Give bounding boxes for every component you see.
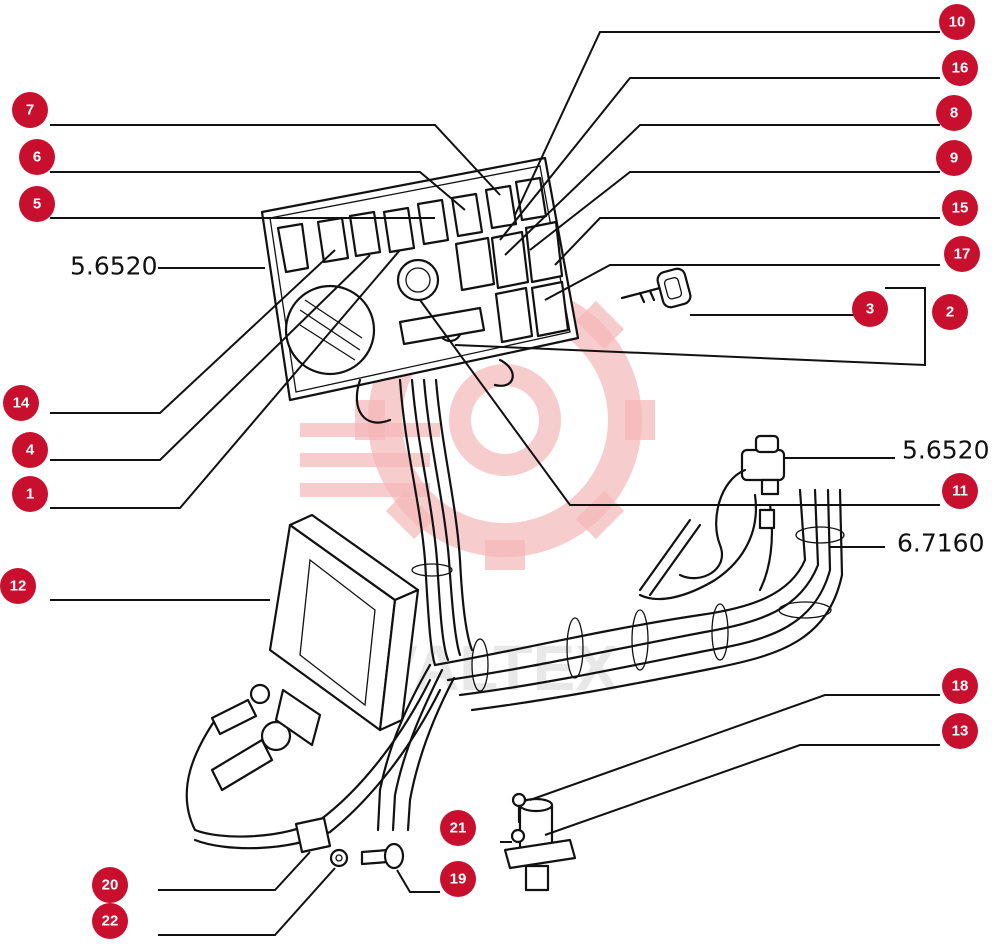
- callout-17: 17: [944, 236, 980, 272]
- wiring-harness: [185, 358, 845, 850]
- ref-panel: 5.6520: [70, 252, 157, 281]
- svg-text:19: 19: [450, 871, 467, 888]
- callout-2: 2: [932, 294, 968, 330]
- svg-text:21: 21: [450, 820, 467, 837]
- callout-12: 12: [0, 568, 36, 604]
- ref-sensor: 5.6520: [902, 436, 989, 465]
- callout-19: 19: [440, 861, 476, 897]
- sensor-unit: [638, 434, 786, 601]
- svg-text:3: 3: [866, 301, 874, 318]
- callout-16: 16: [942, 50, 978, 86]
- svg-text:17: 17: [954, 246, 971, 263]
- ignition-key: [620, 267, 692, 309]
- svg-text:10: 10: [949, 14, 966, 31]
- callout-8: 8: [936, 95, 972, 131]
- bottom-parts: [329, 792, 577, 892]
- ref-harness: 6.7160: [897, 529, 984, 558]
- svg-text:1: 1: [26, 486, 34, 503]
- svg-text:15: 15: [952, 200, 969, 217]
- callout-18: 18: [942, 668, 978, 704]
- svg-text:4: 4: [26, 442, 35, 459]
- svg-text:12: 12: [10, 578, 27, 595]
- callout-3: 3: [852, 291, 888, 327]
- svg-text:9: 9: [950, 150, 958, 167]
- callout-9: 9: [936, 140, 972, 176]
- svg-text:6: 6: [33, 149, 41, 166]
- svg-text:5: 5: [33, 196, 41, 213]
- callout-22: 22: [92, 903, 128, 939]
- svg-text:16: 16: [952, 60, 969, 77]
- svg-text:14: 14: [13, 395, 30, 412]
- callout-15: 15: [942, 190, 978, 226]
- callout-7: 7: [12, 92, 48, 128]
- callout-10: 10: [939, 4, 975, 40]
- callout-6: 6: [19, 139, 55, 175]
- display-unit: [268, 513, 420, 747]
- callout-20: 20: [92, 867, 128, 903]
- callout-13: 13: [942, 713, 978, 749]
- svg-text:2: 2: [946, 304, 954, 321]
- callout-11: 11: [942, 473, 978, 509]
- svg-text:8: 8: [950, 105, 958, 122]
- callout-4: 4: [12, 432, 48, 468]
- svg-text:7: 7: [26, 102, 34, 119]
- callout-1: 1: [12, 476, 48, 512]
- svg-text:13: 13: [952, 723, 969, 740]
- leader-lines: [50, 31, 940, 936]
- callout-5: 5: [19, 186, 55, 222]
- dashboard-panel: [260, 156, 580, 402]
- svg-text:18: 18: [952, 678, 969, 695]
- svg-text:20: 20: [102, 877, 119, 894]
- callout-14: 14: [3, 385, 39, 421]
- svg-text:11: 11: [952, 483, 968, 500]
- svg-text:22: 22: [102, 913, 119, 930]
- connectors: [210, 683, 332, 854]
- callout-21: 21: [440, 810, 476, 846]
